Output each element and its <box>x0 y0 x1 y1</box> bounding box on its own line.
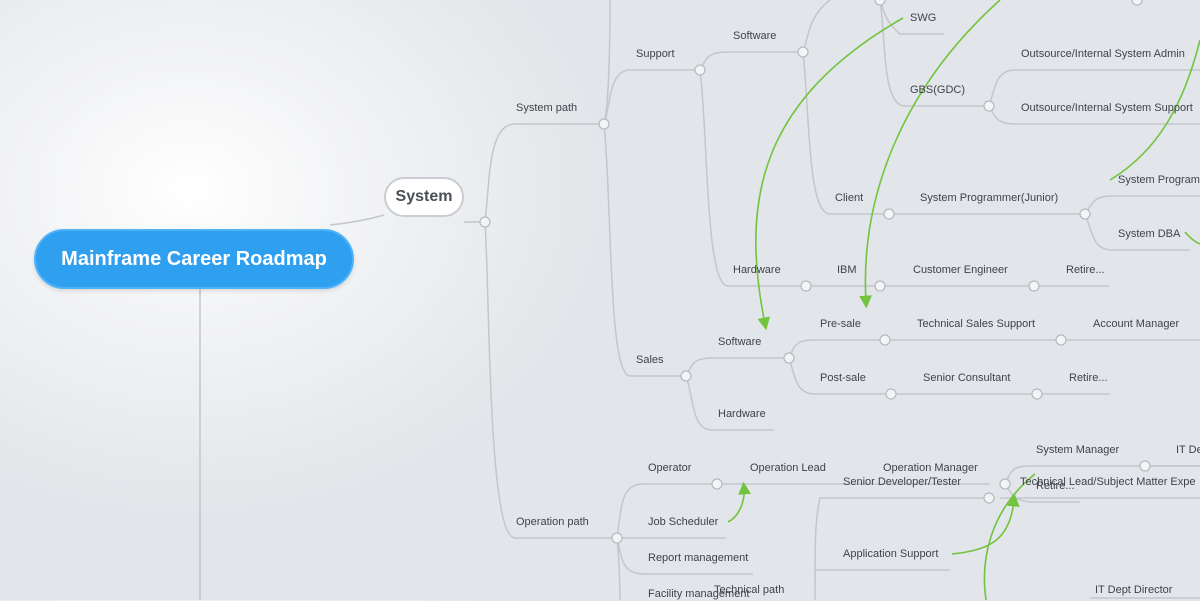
node-it-dept-director[interactable]: IT Dept Director <box>1095 584 1173 596</box>
arrow-sys-prog <box>1109 39 1200 181</box>
node-swg[interactable]: SWG <box>910 12 937 24</box>
node-client[interactable]: Client <box>835 192 864 204</box>
node-system-path[interactable]: System path <box>516 102 578 114</box>
arrow-swg-to-software-sales <box>755 17 904 331</box>
node-software-sales[interactable]: Software <box>718 336 762 348</box>
node-facility-management[interactable]: Facility management <box>648 588 750 600</box>
node-hardware-sales[interactable]: Hardware <box>718 408 766 420</box>
node-gbs[interactable]: GBS(GDC) <box>910 84 965 96</box>
node-operator[interactable]: Operator <box>648 462 692 474</box>
node-operation-lead[interactable]: Operation Lead <box>750 462 826 474</box>
node-account-manager[interactable]: Account Manager <box>1093 318 1180 330</box>
node-job-scheduler[interactable]: Job Scheduler <box>648 516 719 528</box>
node-sys-prog-junior[interactable]: System Programmer(Junior) <box>920 192 1059 204</box>
node-system-dba[interactable]: System DBA <box>1118 228 1181 240</box>
node-operation-path[interactable]: Operation path <box>516 516 589 528</box>
node-senior-dev-tester[interactable]: Senior Developer/Tester <box>843 476 962 488</box>
arrow-system-dba <box>1184 231 1200 245</box>
node-retire-3[interactable]: Retire... <box>1036 480 1075 492</box>
node-tech-sales-support[interactable]: Technical Sales Support <box>917 318 1036 330</box>
connector-lines <box>199 0 1200 600</box>
node-software-support[interactable]: Software <box>733 30 777 42</box>
node-senior-consultant[interactable]: Senior Consultant <box>923 372 1011 384</box>
relationship-arrows <box>727 0 1200 600</box>
node-sales[interactable]: Sales <box>636 354 664 366</box>
system-topic[interactable]: System <box>384 177 464 217</box>
node-support[interactable]: Support <box>636 48 675 60</box>
node-retire-1[interactable]: Retire... <box>1066 264 1105 276</box>
node-post-sale[interactable]: Post-sale <box>820 372 866 384</box>
arrow-job-scheduler-to-operation-lead <box>727 481 751 523</box>
node-system-manager[interactable]: System Manager <box>1036 444 1120 456</box>
node-report-management[interactable]: Report management <box>648 552 749 564</box>
node-tech-lead-sme[interactable]: Technical Lead/Subject Matter Expe <box>1020 476 1196 488</box>
node-it-de[interactable]: IT De <box>1176 444 1200 456</box>
node-retire-2[interactable]: Retire... <box>1069 372 1108 384</box>
arrow-to-ibm <box>859 0 1001 309</box>
arrow-to-technical-path <box>983 473 1036 600</box>
node-hardware-support[interactable]: Hardware <box>733 264 781 276</box>
node-outsource-admin[interactable]: Outsource/Internal System Admin <box>1021 48 1185 60</box>
node-customer-engineer[interactable]: Customer Engineer <box>913 264 1008 276</box>
root-topic[interactable]: Mainframe Career Roadmap <box>34 229 354 289</box>
node-technical-path[interactable]: Technical path <box>714 584 785 596</box>
node-ibm[interactable]: IBM <box>837 264 857 276</box>
node-outsource-support[interactable]: Outsource/Internal System Support <box>1021 102 1193 114</box>
arrow-application-support-to-tech-lead <box>951 493 1020 555</box>
node-sys-prog[interactable]: System Program <box>1118 174 1200 186</box>
junction-dots <box>479 0 1151 544</box>
node-application-support[interactable]: Application Support <box>843 548 939 560</box>
node-operation-manager[interactable]: Operation Manager <box>883 462 978 474</box>
node-pre-sale[interactable]: Pre-sale <box>820 318 861 330</box>
